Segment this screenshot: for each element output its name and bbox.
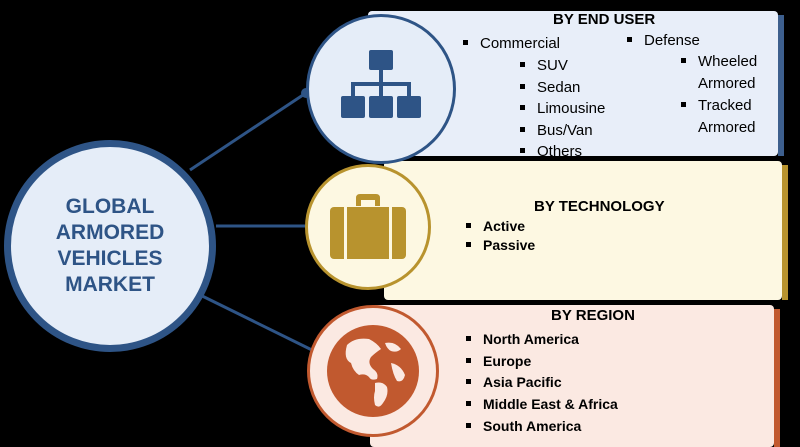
region-item: North America (466, 330, 579, 348)
defense-subitem-line2: Armored (698, 75, 756, 92)
region-panel-edge (774, 309, 780, 447)
globe-icon (327, 325, 419, 417)
technology-heading: BY TECHNOLOGY (534, 198, 665, 215)
defense-subitem-line2: Armored (698, 119, 756, 136)
commercial-subitem: Bus/Van (520, 122, 593, 140)
region-icon-circle (307, 305, 439, 437)
commercial-subitem: Others (520, 143, 582, 161)
defense-subitem: Tracked (681, 97, 752, 115)
commercial-subitem: Sedan (520, 79, 580, 97)
market-title: GLOBAL ARMORED VEHICLES MARKET (55, 195, 165, 296)
technology-item: Active (466, 217, 525, 235)
defense-item: Defense (627, 32, 700, 50)
commercial-subitem: SUV (520, 57, 568, 75)
technology-panel (384, 161, 788, 300)
end-user-icon-circle (306, 14, 456, 164)
hierarchy-icon (341, 50, 421, 118)
commercial-subitem: Limousine (520, 100, 605, 118)
connector-end-user (189, 91, 307, 172)
technology-panel-edge (782, 165, 788, 300)
defense-subitem: Wheeled (681, 53, 757, 71)
technology-item: Passive (466, 236, 535, 254)
briefcase-icon (330, 194, 406, 259)
center-circle: GLOBAL ARMORED VEHICLES MARKET (4, 140, 216, 352)
commercial-item: Commercial (463, 35, 560, 53)
region-item: Middle East & Africa (466, 395, 618, 413)
technology-icon-circle (305, 164, 431, 290)
region-heading: BY REGION (551, 307, 635, 324)
end-user-panel-edge (778, 15, 784, 156)
region-item: Europe (466, 352, 531, 370)
region-item: Asia Pacific (466, 373, 562, 391)
connector-region (189, 288, 317, 354)
end-user-heading: BY END USER (553, 11, 656, 28)
region-item: South America (466, 417, 581, 435)
